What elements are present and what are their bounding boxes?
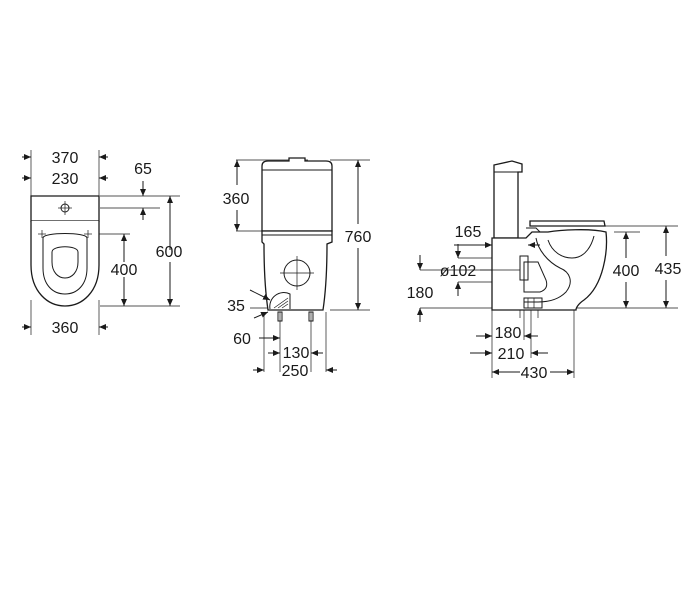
flush-hole (58, 201, 72, 215)
trapway (524, 237, 571, 303)
side-view: 165 ø102 180 400 435 180 210 430 (407, 160, 682, 382)
dim-overall-width: 370 (52, 150, 79, 167)
dim-outlet-height: 35 (227, 298, 245, 315)
dim-overall-height: 435 (655, 261, 682, 278)
dim-inlet-offset: 60 (233, 331, 251, 348)
fixing-bolt-left (277, 311, 283, 322)
dim-base-width: 250 (282, 363, 309, 380)
seat-lid (529, 220, 606, 227)
pan-side (491, 229, 608, 311)
dim-outlet-offset: 210 (498, 346, 525, 363)
dim-hole-offset: 65 (134, 161, 152, 178)
top-view: 370 230 65 600 400 360 (22, 150, 182, 337)
cistern-outline (261, 157, 333, 232)
dim-inner-width: 230 (52, 171, 79, 188)
cistern-side (493, 160, 523, 239)
dim-depth: 430 (521, 365, 548, 382)
dim-seat-height: 400 (613, 263, 640, 280)
dim-fixing-spacing: 130 (283, 345, 310, 362)
dim-outlet-height: 180 (407, 285, 434, 302)
outlet-spigot (523, 261, 548, 293)
dim-outlet-diameter: ø102 (440, 263, 477, 280)
dim-bowl-depth: 400 (111, 262, 138, 279)
dim-base-width: 360 (52, 320, 79, 337)
dim-tank-height: 360 (223, 191, 250, 208)
dim-overall-height: 760 (345, 229, 372, 246)
outlet-circle (280, 256, 314, 290)
fixing-bolt-right (308, 311, 314, 322)
bowl-rim (42, 233, 88, 295)
bowl-inner (51, 246, 79, 279)
outlet-detail (269, 292, 291, 310)
dim-depth: 600 (156, 244, 183, 261)
dim-fixing-offset: 180 (495, 325, 522, 342)
dim-tank-offset: 165 (455, 224, 482, 241)
front-view: 360 760 35 60 130 250 (223, 157, 372, 380)
